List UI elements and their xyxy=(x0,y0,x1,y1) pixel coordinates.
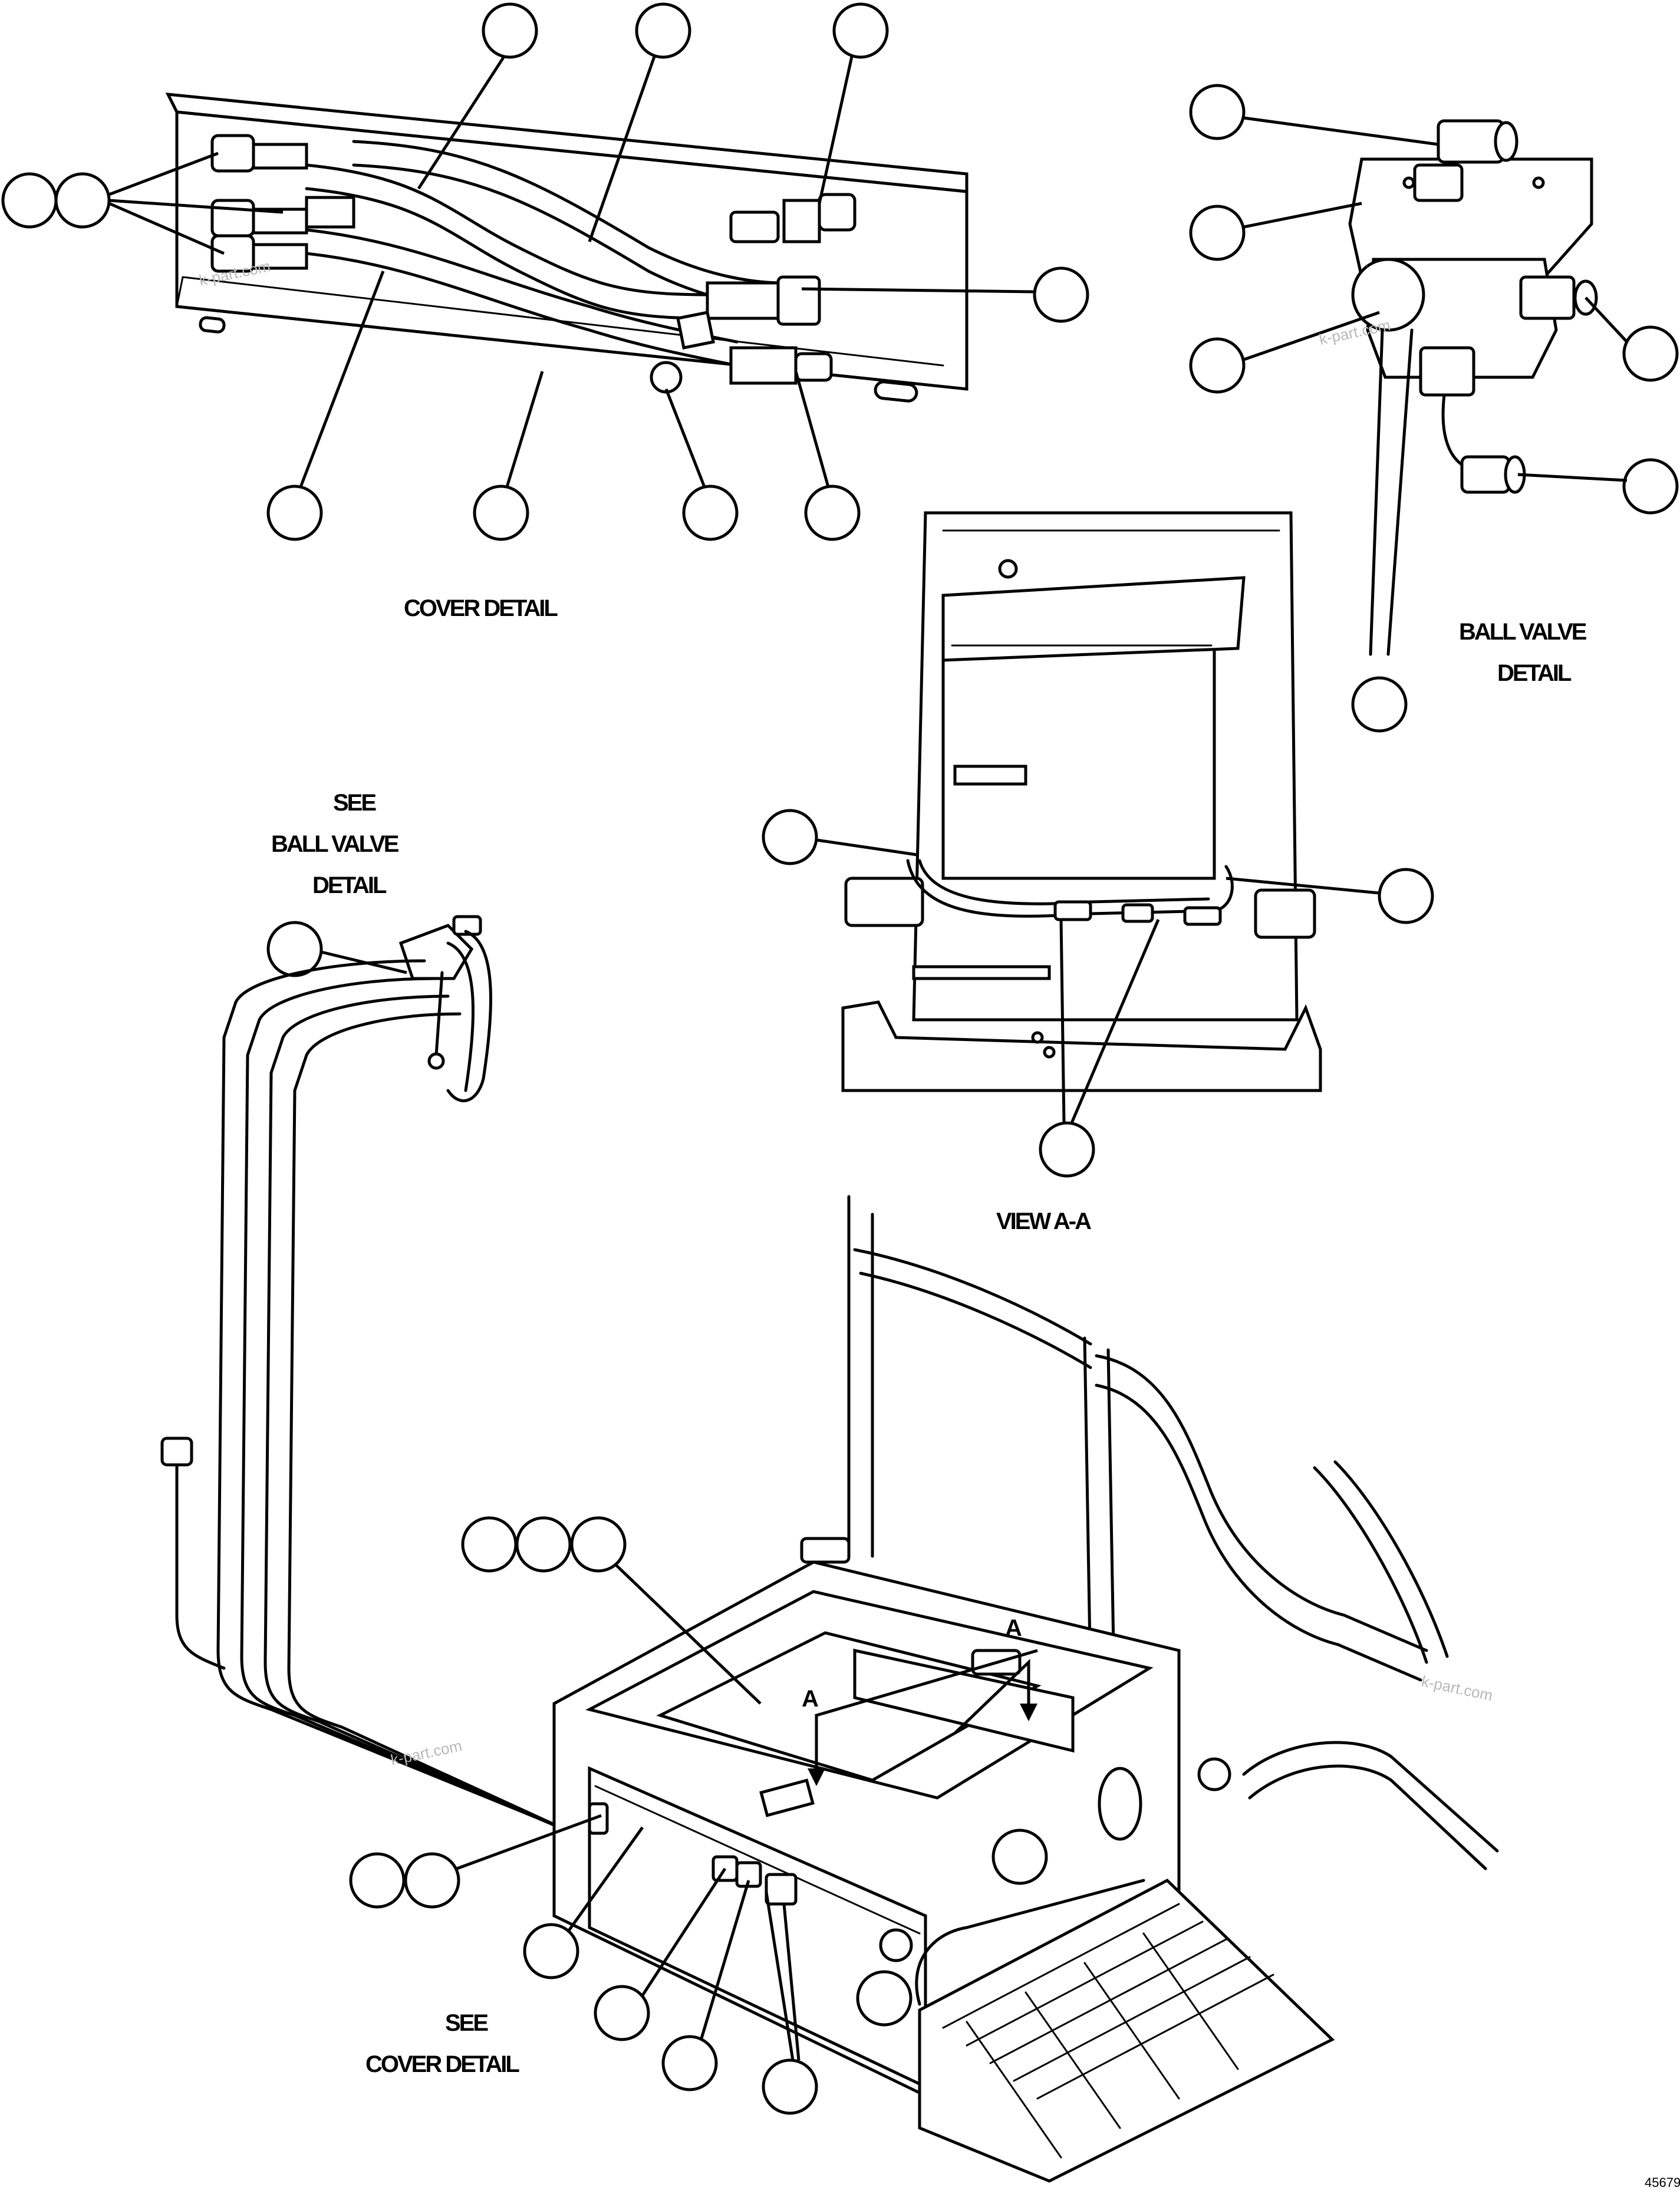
ball-valve-callout xyxy=(266,915,482,1070)
main-assembly-drawing xyxy=(160,930,1499,2183)
section-a-label-2: A xyxy=(802,1686,818,1712)
watermark-3: k-part.com xyxy=(1420,1672,1494,1705)
drawing-number: 45679 xyxy=(1645,2175,1680,2190)
section-a-arrows xyxy=(808,1649,1038,1786)
cover-detail-label: COVER DETAIL xyxy=(404,595,558,621)
view-aa-label: VIEW A-A xyxy=(996,1208,1091,1234)
ball-valve-label-line2: DETAIL xyxy=(1497,660,1572,686)
see-ball-valve-line2: BALL VALVE xyxy=(271,831,399,857)
see-ball-valve-line1: SEE xyxy=(333,790,376,816)
ball-valve-detail-drawing xyxy=(1348,119,1598,733)
see-ball-valve-line3: DETAIL xyxy=(312,872,387,898)
cover-detail-balloons xyxy=(1,2,1089,541)
cover-detail-drawing xyxy=(165,93,969,403)
main-assembly-balloons xyxy=(349,1516,818,2115)
see-cover-line1: SEE xyxy=(445,2010,488,2036)
see-cover-line2: COVER DETAIL xyxy=(365,2051,519,2077)
view-aa-balloons xyxy=(762,809,1434,1178)
ball-valve-label-line1: BALL VALVE xyxy=(1459,619,1587,645)
ball-valve-detail-balloons xyxy=(1189,84,1679,515)
section-a-label-1: A xyxy=(1005,1615,1022,1641)
watermark-4: k-part.com xyxy=(389,1737,463,1769)
view-aa-drawing xyxy=(841,511,1322,1092)
